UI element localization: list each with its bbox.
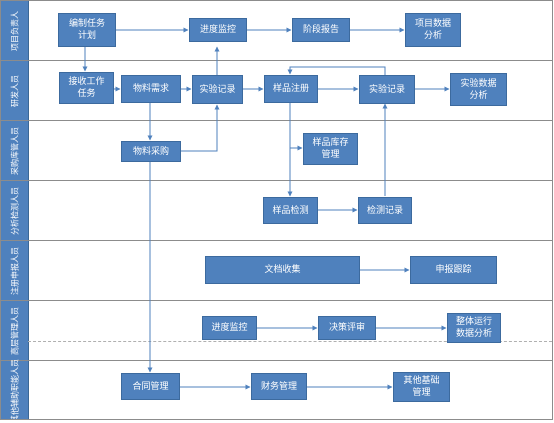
lane-project: 项目负责人 bbox=[0, 0, 553, 60]
lane-rnd: 研发人员 bbox=[0, 60, 553, 120]
node-plan-task: 编制任务 计划 bbox=[58, 13, 116, 47]
lane-label-senior: 高层管理人员 bbox=[1, 301, 29, 360]
lane-label-project: 项目负责人 bbox=[1, 1, 29, 60]
node-progress-monitor-senior: 进度监控 bbox=[202, 316, 257, 340]
node-test-record: 检测记录 bbox=[358, 197, 412, 224]
lane-label-purchase: 采购库管人员 bbox=[1, 121, 29, 180]
arrow-record2-loop-to-registration bbox=[287, 66, 386, 75]
node-material-demand: 物料需求 bbox=[121, 75, 181, 103]
node-application-tracking: 申报跟踪 bbox=[410, 256, 497, 284]
lane-registration: 注册申报人员 bbox=[0, 240, 553, 300]
node-other-infrastructure-management: 其他基础 管理 bbox=[393, 372, 450, 402]
lane-label-analysis: 分析检测人员 bbox=[1, 181, 29, 240]
node-contract-management: 合同管理 bbox=[121, 373, 180, 400]
lane-analysis: 分析检测人员 bbox=[0, 180, 553, 240]
arrow-purchase-to-record bbox=[181, 104, 220, 152]
node-overall-operation-analysis: 整体运行 数据分析 bbox=[447, 313, 501, 343]
node-stage-report: 阶段报告 bbox=[292, 18, 350, 42]
lane-senior: 高层管理人员 bbox=[0, 300, 553, 360]
node-experiment-record-2: 实验记录 bbox=[359, 75, 415, 104]
node-accept-task: 接收工作 任务 bbox=[59, 72, 114, 104]
node-decision-review: 决策评审 bbox=[318, 316, 376, 340]
node-sample-registration: 样品注册 bbox=[264, 75, 318, 103]
node-finance-management: 财务管理 bbox=[251, 373, 307, 400]
node-sample-testing: 样品检测 bbox=[263, 197, 318, 224]
node-experiment-data-analysis: 实验数据 分析 bbox=[450, 73, 507, 106]
arrow-registration-to-inventory bbox=[289, 103, 303, 151]
lane-label-support: 其他辅助职能人员 bbox=[1, 359, 29, 423]
senior-lane-divider bbox=[28, 341, 552, 342]
node-material-purchase: 物料采购 bbox=[121, 141, 181, 162]
node-experiment-record-1: 实验记录 bbox=[192, 75, 243, 104]
node-project-data-analysis: 项目数据 分析 bbox=[405, 13, 461, 47]
node-sample-inventory: 样品库存 管理 bbox=[303, 133, 358, 165]
lane-label-registration: 注册申报人员 bbox=[1, 241, 29, 300]
node-document-collection: 文档收集 bbox=[205, 256, 360, 284]
lane-label-rnd: 研发人员 bbox=[1, 61, 29, 120]
node-progress-monitor-top: 进度监控 bbox=[189, 18, 247, 42]
lane-support: 其他辅助职能人员 bbox=[0, 359, 553, 423]
lane-purchase: 采购库管人员 bbox=[0, 120, 553, 180]
